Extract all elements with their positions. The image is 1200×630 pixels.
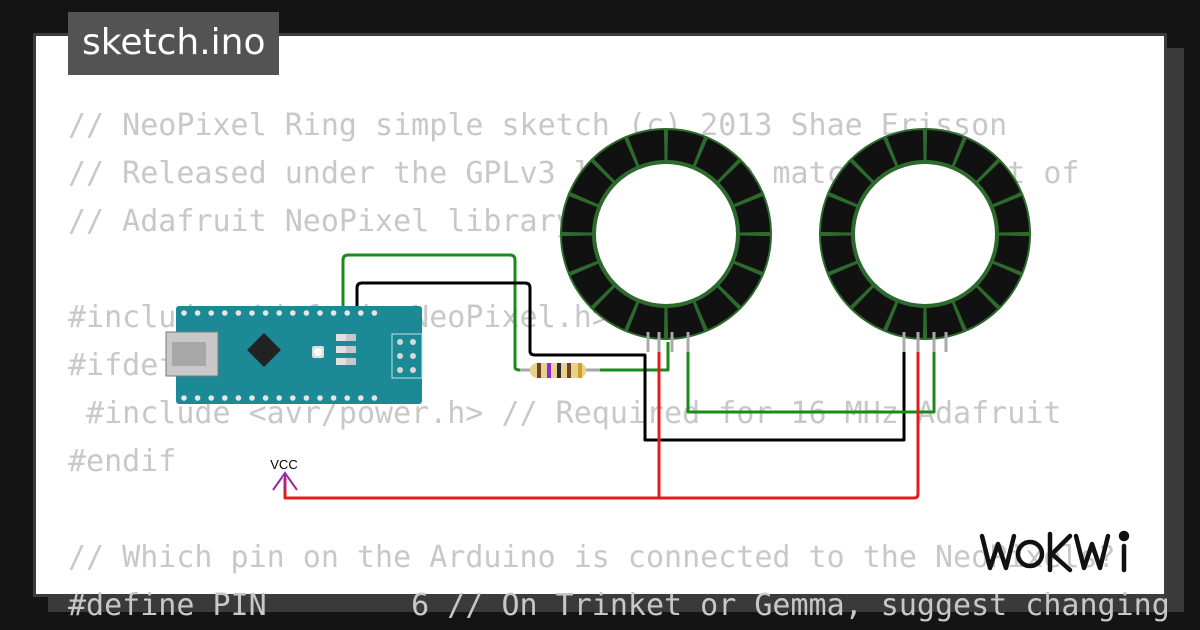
vcc-symbol: VCC [270,457,298,491]
neopixel-ring-2[interactable] [819,128,1031,340]
pin [290,395,296,401]
pin [235,310,242,316]
pin [344,395,351,401]
pin [181,395,187,401]
pin [330,395,337,401]
pin [344,310,351,316]
neopixel-led [829,263,872,307]
pin [222,310,228,316]
vcc-label: VCC [270,457,297,472]
pin [181,310,187,316]
neopixel-led [593,138,637,181]
neopixel-ring-1[interactable] [560,128,772,340]
pin [208,310,214,316]
pin [303,395,310,401]
pin [262,310,269,316]
pin [276,395,283,401]
pin [249,310,255,316]
wire-red-ring2 [659,342,920,500]
wire-green-chain [686,342,936,414]
pin [235,395,242,401]
arduino-nano-board[interactable] [165,306,423,404]
pin [194,310,201,316]
wire-black-gnd [355,281,906,442]
pin [208,395,214,401]
neopixel-led [926,130,963,166]
neopixel-led [821,196,857,233]
neopixel-led [628,130,665,166]
neopixel-led [993,235,1029,272]
neopixel-led [667,302,704,338]
header-pins-top [181,310,378,316]
pin [262,395,269,401]
vcc-arrow-icon [272,471,298,491]
neopixel-led [570,161,613,205]
code-line: #endif [68,444,177,479]
neopixel-led [993,196,1029,233]
pin [317,395,323,401]
neopixel-led [734,196,770,233]
code-line: #define PIN 6 // On Trinket or Gemma, su… [68,588,1170,623]
neopixel-led [667,130,704,166]
code-line: // NeoPixel Ring simple sketch (c) 2013 … [68,108,1008,143]
neopixel-led [978,161,1021,205]
code-line: // Adafruit NeoPixel library [68,204,574,239]
neopixel-led [978,263,1021,307]
pin [303,310,310,316]
neopixel-led [719,263,762,307]
pin [290,310,296,316]
pin [330,310,337,316]
icsp-header [391,333,423,379]
neopixel-led [562,235,598,272]
neopixel-led [954,287,998,330]
pin [222,395,228,401]
pin [358,310,364,316]
neopixel-led [734,235,770,272]
neopixel-led [887,302,924,338]
neopixel-led [562,196,598,233]
neopixel-led [954,138,998,181]
neopixel-led [570,263,613,307]
pin [358,395,364,401]
wire-green-to-ring1 [585,342,670,372]
neopixel-led [719,161,762,205]
pin [317,310,323,316]
pin [249,395,255,401]
neopixel-led [887,130,924,166]
ring-pins [646,332,948,352]
filename-label: sketch.ino [82,22,266,63]
neopixel-led [852,138,896,181]
neopixel-led [593,287,637,330]
neopixel-led [821,235,857,272]
pin [371,395,378,401]
pin [194,395,201,401]
pin [276,310,283,316]
chip-icon [247,333,281,367]
wire-green-signal [341,253,535,372]
header-pins-bottom [181,395,378,401]
neopixel-led [695,138,739,181]
neopixel-led [926,302,963,338]
neopixel-led [829,161,872,205]
code-line: // Which pin on the Arduino is connected… [68,540,1116,575]
neopixel-led [852,287,896,330]
resistor[interactable] [520,363,600,378]
filename-tab[interactable]: sketch.ino [68,12,280,75]
pin [371,310,378,316]
wokwi-logo [979,530,1130,573]
status-leds [336,334,356,365]
neopixel-led [695,287,739,330]
neopixel-led [628,302,665,338]
code-block: // NeoPixel Ring simple sketch (c) 2013 … [68,102,1170,630]
